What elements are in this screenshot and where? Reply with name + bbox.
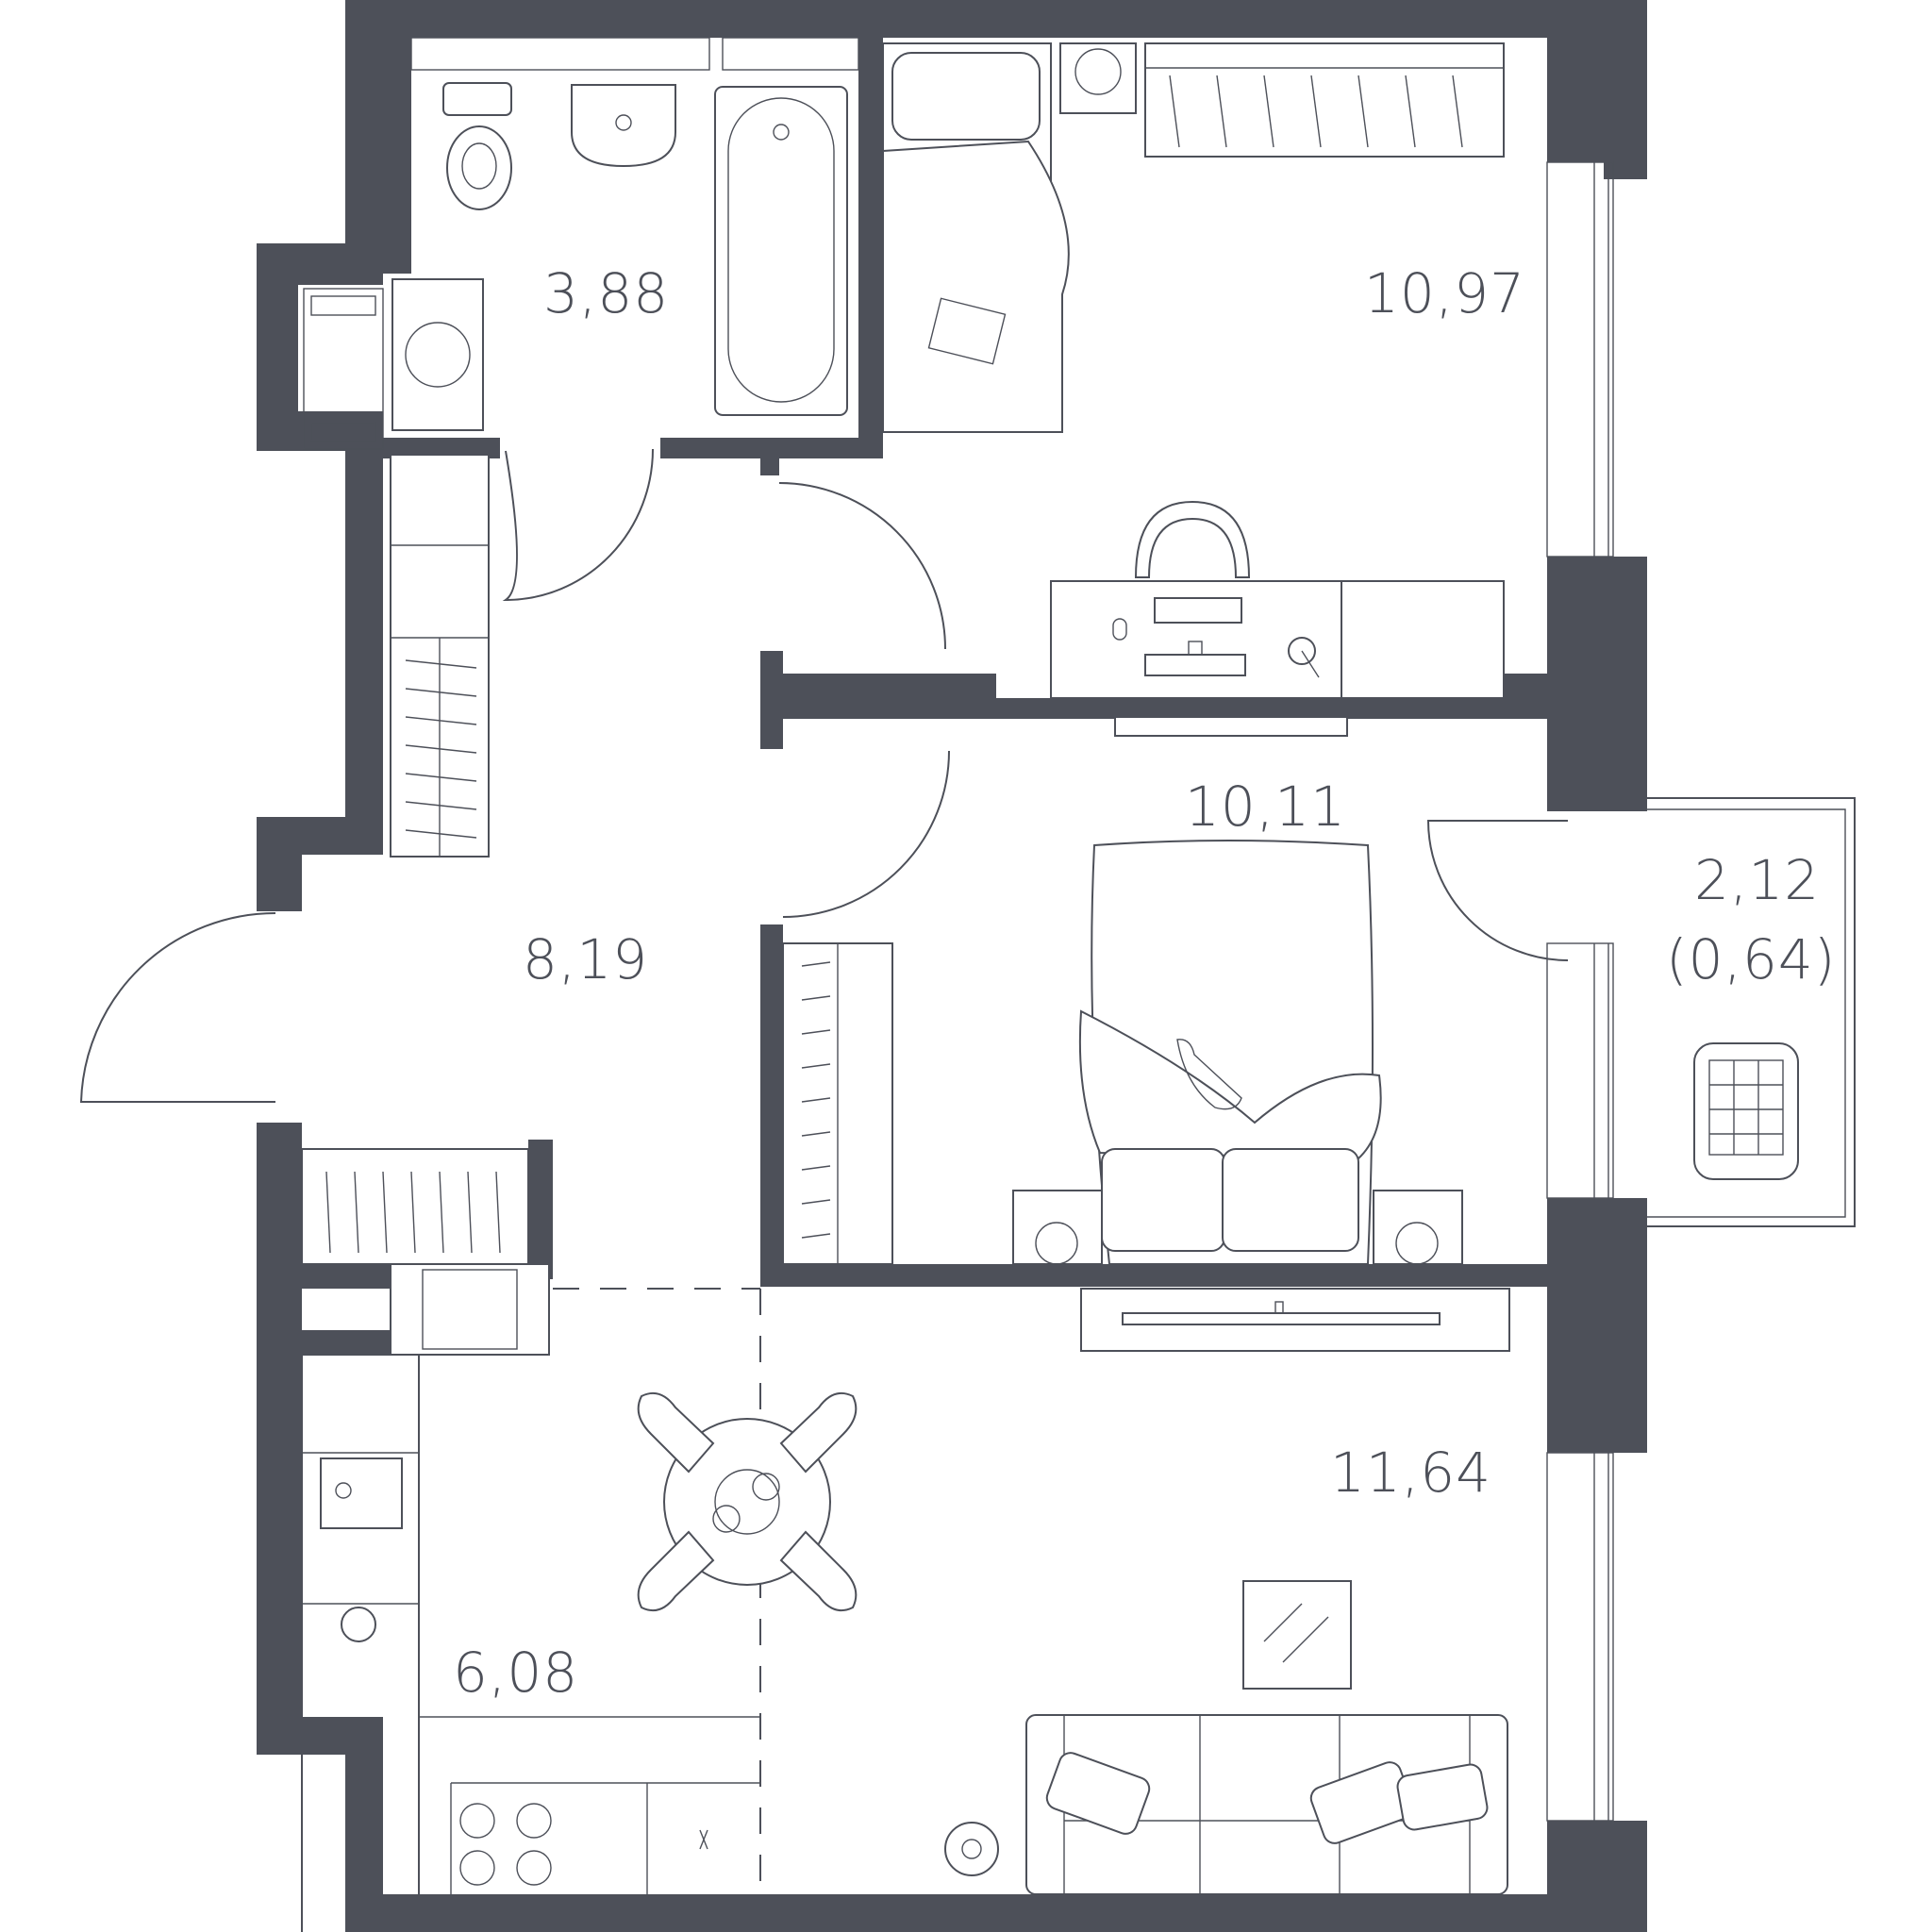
hallway-area-label: 8,19 [523,927,649,991]
plant-icon [712,1469,780,1535]
sink-icon [571,84,676,168]
sofa-icon [1025,1714,1508,1895]
wardrobe-icon [1144,42,1505,158]
armchair-icon [1693,1042,1799,1180]
windows [303,37,1614,1822]
bed-icon [882,42,1070,433]
entrance-door [79,912,276,1103]
cat-icon [1176,1039,1242,1110]
balcony [1647,797,1856,1227]
bathtub-icon [714,86,848,416]
office-chair-icon [1134,500,1251,578]
kitchen-appliance [341,1607,708,1850]
lamp-icon [1288,637,1320,678]
bathroom-area-label: 3,88 [543,261,670,325]
wardrobe-icon [782,942,893,1265]
wardrobe-icon [390,454,490,858]
bedroom-1-area-label: 10,97 [1364,261,1526,325]
balcony-area-label: 2,12 [1694,848,1821,912]
walls [257,0,1647,1932]
washing-machine-icon [391,278,484,431]
kitchen-counter [301,1354,760,1932]
bathroom-door [507,448,654,601]
bedroom-2-area-label: 10,11 [1185,774,1347,839]
radiator-icon [1012,1190,1463,1265]
radiator-icon [1059,42,1137,114]
bedroom1-door [778,482,946,650]
doors [79,448,1569,1103]
keyboard-icon [1112,597,1242,641]
coffee-table [1242,1580,1352,1690]
living-room-area-label: 11,64 [1330,1441,1492,1505]
lamp-icon [944,1822,999,1876]
kitchen-sink-icon [320,1457,403,1529]
balcony-reduced-area-label: (0,64) [1666,927,1837,991]
bedroom2-door-arc [782,750,950,918]
toilet-icon [442,82,512,210]
monitor-icon [1114,641,1348,737]
dining-table-icon [663,1418,831,1586]
stove-icon [459,1803,552,1886]
wardrobe-icon [301,1148,529,1265]
bed-icon [1078,840,1382,1265]
chair-icon [637,1392,858,1611]
kitchen-area-label: 6,08 [453,1641,579,1705]
window [390,1263,550,1356]
balcony-door [1426,820,1569,961]
tv-icon [1080,1288,1510,1352]
